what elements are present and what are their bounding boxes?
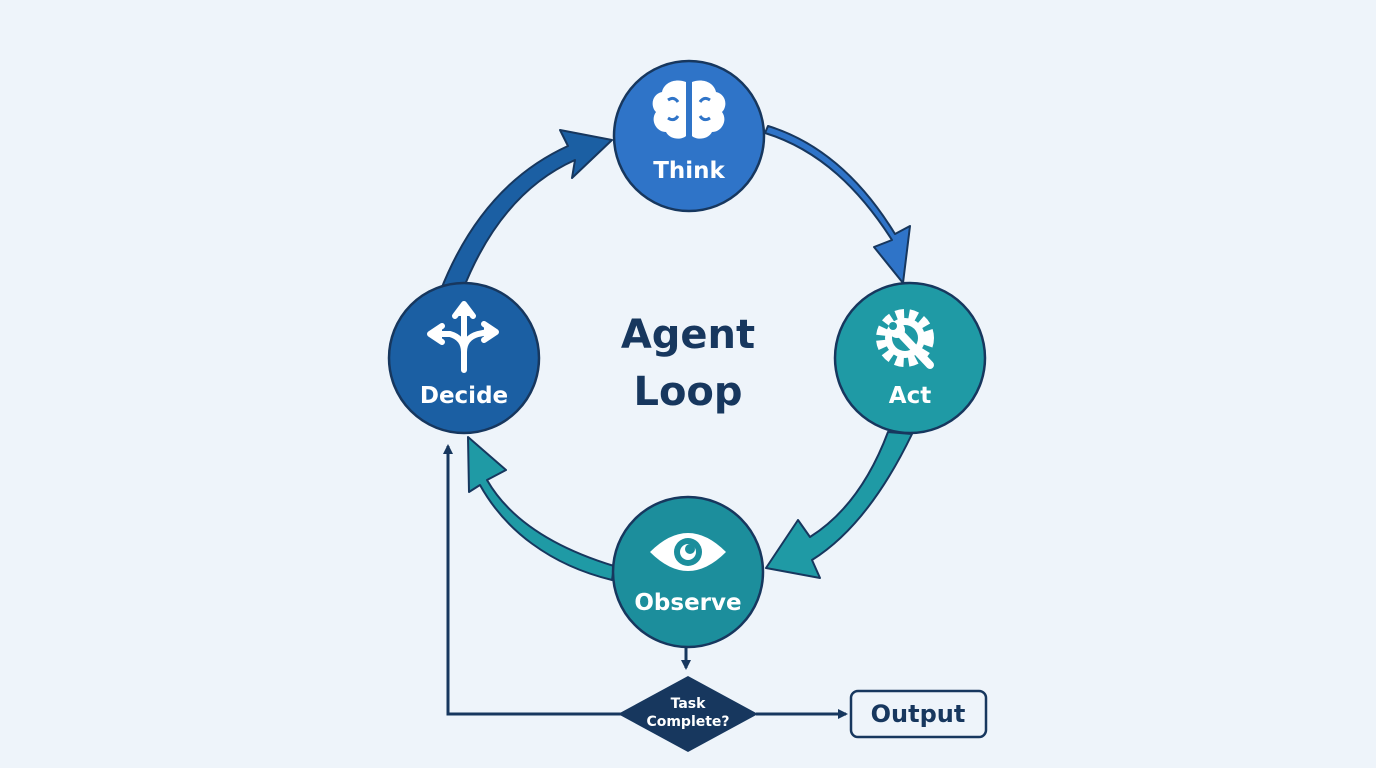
gear-wrench-icon (876, 309, 934, 369)
node-observe-label: Observe (634, 590, 741, 616)
arrow-decide-to-think (439, 129, 613, 293)
node-observe[interactable]: Observe (611, 495, 765, 649)
eye-icon (650, 533, 726, 571)
title-line2: Loop (633, 369, 742, 415)
decision-diamond[interactable]: Task Complete? (618, 676, 758, 752)
arrow-act-to-observe (765, 431, 913, 579)
output-box[interactable]: Output (849, 689, 988, 739)
node-think[interactable]: Think (612, 59, 766, 213)
node-act-label: Act (889, 383, 931, 409)
decision-line2: Complete? (646, 714, 729, 730)
brain-icon (652, 80, 726, 139)
node-think-label: Think (653, 158, 725, 184)
title-line1: Agent (621, 312, 755, 358)
split-arrows-icon (427, 301, 499, 373)
arrow-observe-to-decide (467, 436, 615, 581)
output-label: Output (871, 700, 966, 728)
node-decide-label: Decide (420, 383, 508, 409)
arrow-think-to-act (764, 125, 911, 284)
node-act[interactable]: Act (833, 281, 987, 435)
decision-line1: Task (671, 696, 707, 712)
edge-decision-to-decide (443, 444, 622, 716)
node-decide[interactable]: Decide (387, 281, 541, 435)
